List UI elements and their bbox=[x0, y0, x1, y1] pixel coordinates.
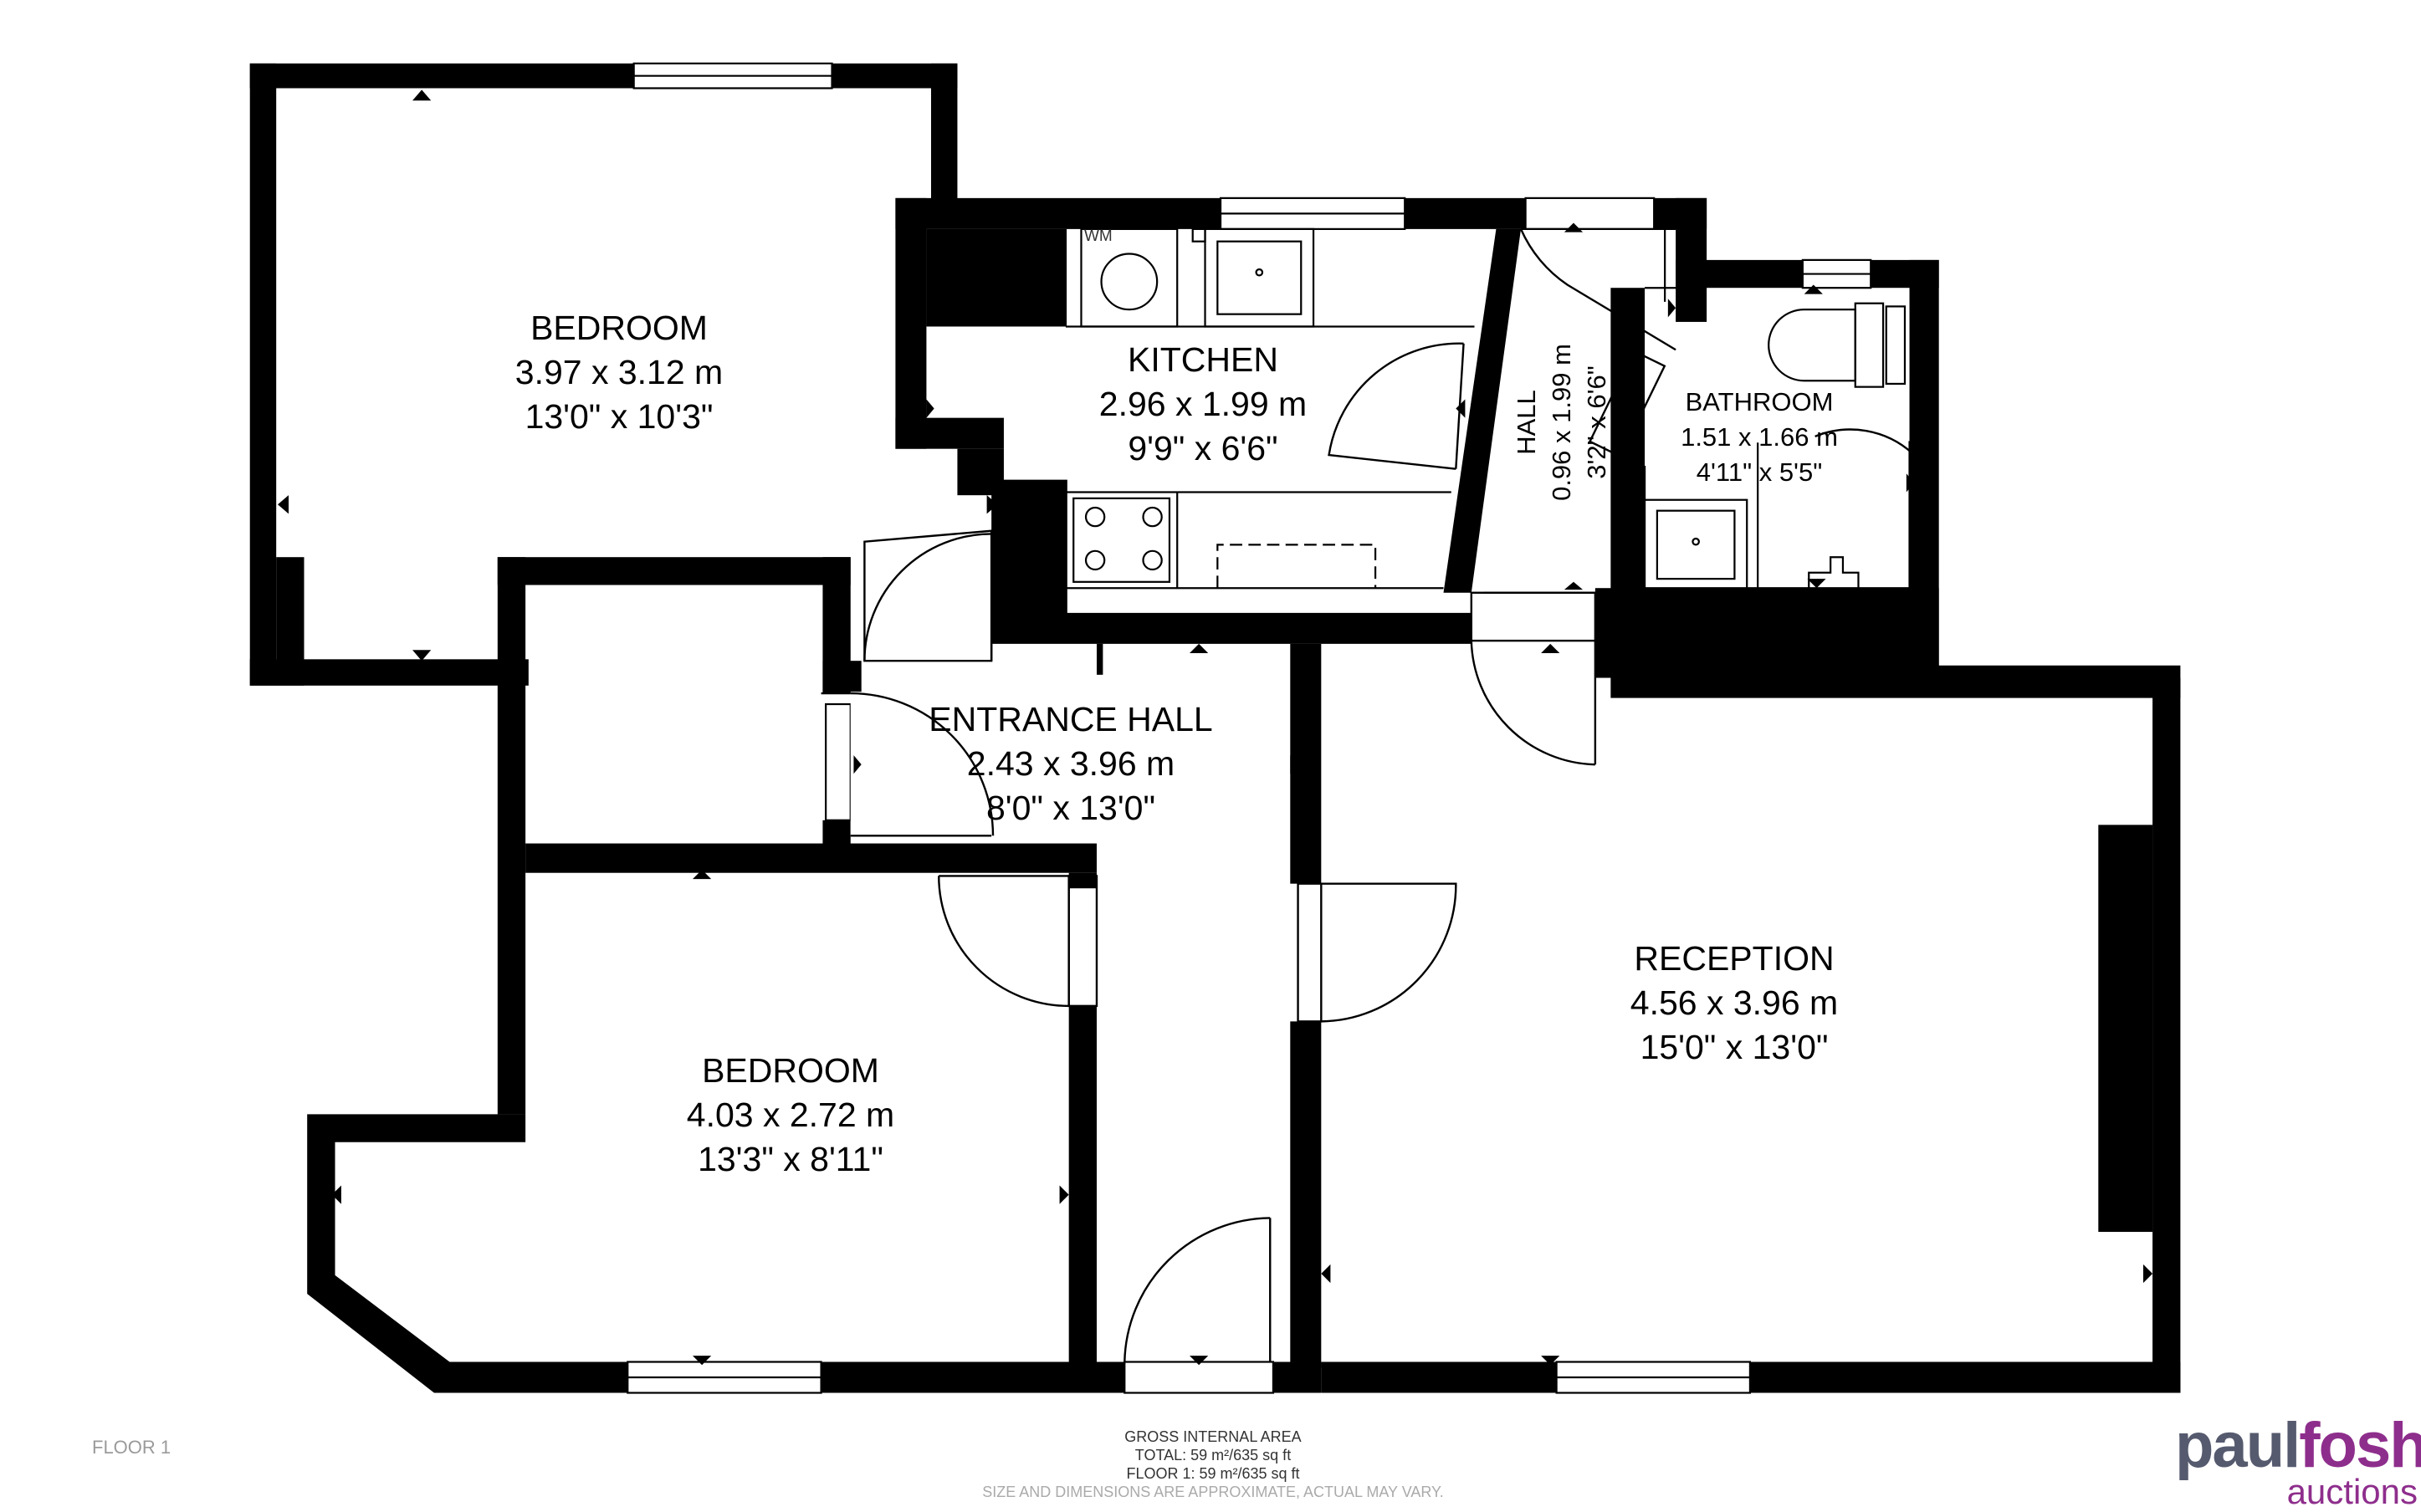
kitchen-fixtures bbox=[1064, 227, 1475, 590]
reception-imperial: 15'0" x 13'0" bbox=[1640, 1028, 1829, 1066]
entrance-hall-walls bbox=[497, 557, 1322, 1368]
bathroom-name: BATHROOM bbox=[1685, 387, 1834, 416]
reception-name: RECEPTION bbox=[1634, 939, 1835, 978]
bedroom1-label: BEDROOM 3.97 x 3.12 m 13'0" x 10'3" bbox=[452, 306, 786, 439]
bathroom-imperial: 4'11" x 5'5" bbox=[1696, 457, 1823, 487]
gia-title: GROSS INTERNAL AREA bbox=[1124, 1428, 1302, 1445]
bathroom-fixtures bbox=[1643, 302, 1911, 591]
kitchen-metric: 2.96 x 1.99 m bbox=[1098, 385, 1308, 423]
gia-total: TOTAL: 59 m²/635 sq ft bbox=[1134, 1447, 1292, 1463]
bathroom-label: BATHROOM 1.51 x 1.66 m 4'11" x 5'5" bbox=[1634, 385, 1885, 490]
area-summary: GROSS INTERNAL AREA TOTAL: 59 m²/635 sq … bbox=[962, 1428, 1464, 1501]
kitchen-imperial: 9'9" x 6'6" bbox=[1128, 429, 1278, 467]
brand-subtitle: auctions bbox=[2286, 1472, 2418, 1511]
bedroom1-name: BEDROOM bbox=[530, 309, 708, 347]
brand-logo: paulfosh auctions bbox=[2175, 1410, 2421, 1511]
bedroom2-walls bbox=[307, 872, 1322, 1393]
reception-metric: 4.56 x 3.96 m bbox=[1630, 983, 1839, 1022]
bedroom2-imperial: 13'3" x 8'11" bbox=[698, 1140, 883, 1178]
hall-imperial: 3'2" x 6'6" bbox=[1582, 365, 1611, 479]
hall-outline bbox=[1483, 227, 1707, 594]
kitchen-label: KITCHEN 2.96 x 1.99 m 9'9" x 6'6" bbox=[1036, 338, 1370, 471]
bedroom2-metric: 4.03 x 2.72 m bbox=[686, 1096, 895, 1134]
doors bbox=[821, 228, 1914, 1362]
hall-metric: 0.96 x 1.99 m bbox=[1547, 344, 1576, 501]
bedroom2-name: BEDROOM bbox=[702, 1051, 879, 1090]
reception-label: RECEPTION 4.56 x 3.96 m 15'0" x 13'0" bbox=[1567, 937, 1901, 1070]
brand-part1: paul bbox=[2175, 1410, 2301, 1481]
brand-part2: fosh bbox=[2299, 1410, 2421, 1481]
gia-floor1: FLOOR 1: 59 m²/635 sq ft bbox=[1126, 1465, 1300, 1482]
kitchen-walls bbox=[895, 197, 1526, 644]
entrance-hall-imperial: 8'0" x 13'0" bbox=[985, 789, 1156, 827]
hall-bathroom-walls bbox=[1594, 197, 2181, 698]
hall-name: HALL bbox=[1512, 390, 1541, 455]
hall-label: HALL 0.96 x 1.99 m 3'2" x 6'6" bbox=[1509, 297, 1615, 548]
bathroom-metric: 1.51 x 1.66 m bbox=[1681, 422, 1838, 452]
brand-wordmark: paulfosh bbox=[2175, 1410, 2421, 1481]
disclaimer: SIZE AND DIMENSIONS ARE APPROXIMATE, ACT… bbox=[982, 1484, 1444, 1500]
entrance-hall-name: ENTRANCE HALL bbox=[929, 700, 1213, 738]
floor-label: FLOOR 1 bbox=[92, 1437, 171, 1458]
bedroom1-walls bbox=[249, 63, 958, 686]
bedroom1-imperial: 13'0" x 10'3" bbox=[525, 397, 714, 436]
entrance-hall-metric: 2.43 x 3.96 m bbox=[966, 744, 1175, 783]
measurement-markers bbox=[278, 89, 2153, 1366]
bedroom2-label: BEDROOM 4.03 x 2.72 m 13'3" x 8'11" bbox=[623, 1049, 958, 1182]
windows bbox=[627, 62, 1872, 1394]
entrance-hall-label: ENTRANCE HALL 2.43 x 3.96 m 8'0" x 13'0" bbox=[862, 697, 1280, 830]
bedroom1-metric: 3.97 x 3.12 m bbox=[514, 353, 724, 391]
reception-walls bbox=[1321, 677, 2181, 1393]
kitchen-name: KITCHEN bbox=[1128, 340, 1278, 379]
washing-machine-label: WM bbox=[1084, 227, 1113, 245]
